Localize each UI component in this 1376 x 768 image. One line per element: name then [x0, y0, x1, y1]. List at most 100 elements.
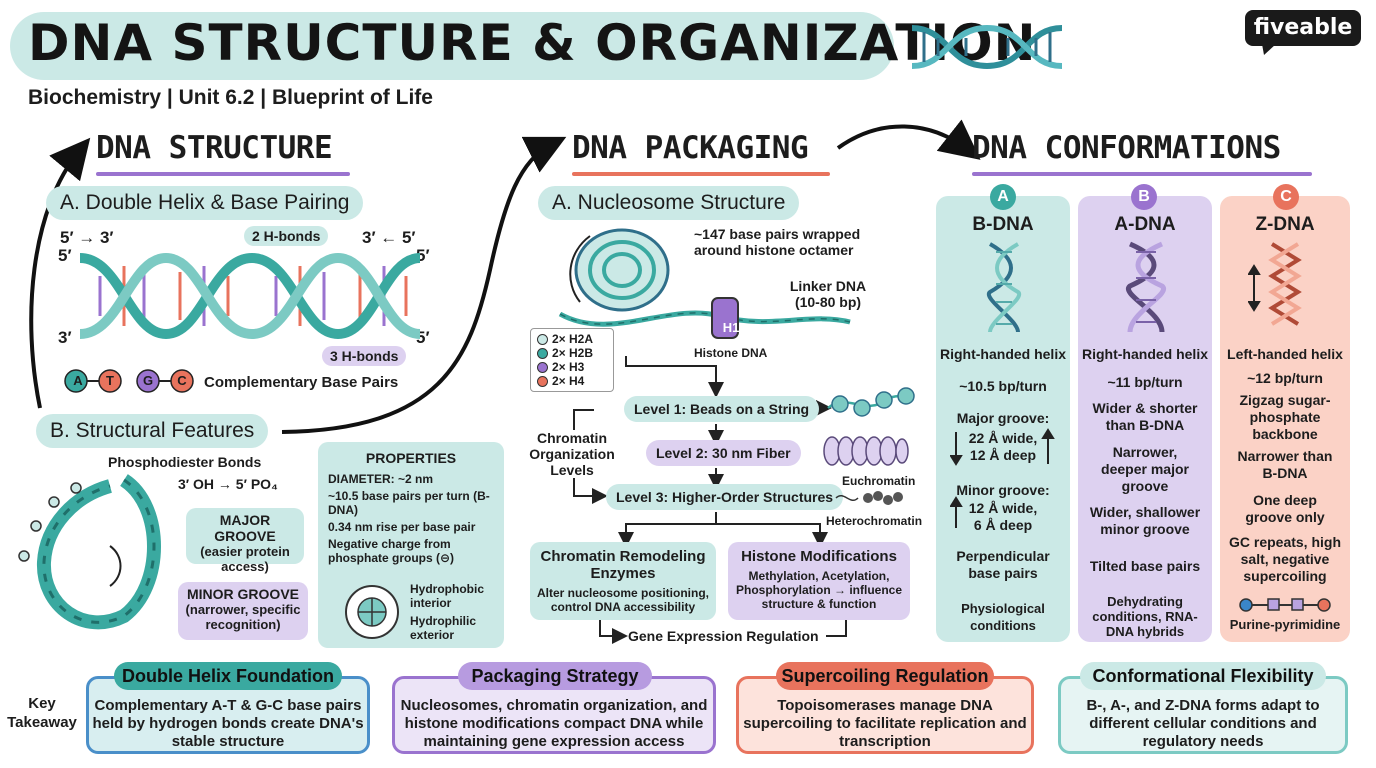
dna-header-icon: [911, 24, 1063, 70]
b-dna-letter: A: [990, 184, 1016, 210]
phosphodiester-label: Phosphodiester Bonds: [108, 454, 262, 470]
a-dna-line-1: Right-handed helix: [1082, 346, 1208, 362]
takeaway-tag-1: Double Helix Foundation: [114, 662, 342, 690]
z-dna-line-3: Zigzag sugar-phosphate backbone: [1239, 392, 1331, 442]
chromatin-flow-arrows: [573, 356, 847, 644]
h-bonds-3-label: 3 H-bonds: [322, 346, 407, 366]
page-subtitle: Biochemistry | Unit 6.2 | Blueprint of L…: [28, 86, 433, 109]
h-bonds-2-label: 2 H-bonds: [244, 226, 329, 246]
property-charge: Negative charge from phosphate groups (⊖…: [328, 537, 455, 565]
b-dna-groove-arrows: [950, 428, 1055, 528]
complementary-pairs-label: Complementary Base Pairs: [204, 374, 399, 391]
circular-dna-illustration: [18, 474, 161, 630]
packaging-underline: [572, 172, 830, 176]
histone-mod-box: Histone Modifications Methylation, Acety…: [728, 542, 910, 620]
base-c: C: [177, 373, 187, 388]
a-dna-helix-icon: [1125, 241, 1167, 333]
remodeling-title: Chromatin Remodeling Enzymes: [540, 548, 706, 582]
minor-groove-title: MINOR GROOVE: [186, 586, 299, 602]
z-dna-letter: C: [1273, 184, 1299, 210]
histone-h2a: 2× H2A: [552, 332, 594, 346]
features-subtitle: B. Structural Features: [36, 414, 269, 448]
remodeling-box: Chromatin Remodeling Enzymes Alter nucle…: [530, 542, 716, 620]
z-dna-line-7: Purine-pyrimidine: [1229, 617, 1341, 632]
remodeling-text: Alter nucleosome positioning, control DN…: [536, 586, 709, 614]
z-dna-line-2: ~12 bp/turn: [1247, 370, 1323, 386]
linker-dna-note: Linker DNA (10-80 bp): [789, 278, 867, 310]
hydrophobic-label: Hydrophobic interior: [410, 582, 484, 610]
gene-regulation-label: Gene Expression Regulation: [628, 628, 819, 644]
bp-wrapped-note: ~147 base pairs wrapped around histone o…: [694, 226, 861, 258]
b-dna-line-1: Right-handed helix: [940, 346, 1066, 362]
beads-on-string-icon: [827, 387, 915, 417]
phosphodiester-formula: 3′ OH → 5′ PO₄: [178, 476, 278, 492]
major-groove-box: MAJOR GROOVE (easier protein access): [186, 508, 304, 574]
a-dna-name: A-DNA: [1114, 214, 1176, 235]
z-dna-line-4: Narrower than B-DNA: [1237, 448, 1333, 481]
z-dna-line-5: One deep groove only: [1245, 492, 1325, 525]
b-dna-column: [936, 196, 1070, 642]
a-dna-line-2: ~11 bp/turn: [1107, 374, 1183, 390]
b-dna-line-4: 22 Å wide, 12 Å deep: [968, 430, 1038, 463]
chromatin-icon: [835, 491, 903, 505]
key-takeaway-label: Key Takeaway: [7, 695, 77, 731]
euchromatin-label: Euchromatin: [842, 474, 916, 488]
base-t: T: [106, 373, 114, 388]
three-prime-bottom-left: 3′: [58, 328, 72, 347]
histone-mod-text: Methylation, Acetylation, Phosphorylatio…: [735, 569, 902, 611]
z-dna-helix-icon: [1248, 242, 1302, 326]
z-dna-line-1: Left-handed helix: [1227, 346, 1343, 362]
b-dna-line-7: Perpendicular base pairs: [956, 548, 1050, 581]
b-dna-line-6: 12 Å wide, 6 Å deep: [968, 500, 1038, 533]
a-dna-line-7: Dehydrating conditions, RNA-DNA hybrids: [1092, 594, 1198, 639]
fiber-icon: [823, 436, 909, 466]
logo-tail-icon: [1262, 44, 1276, 55]
a-dna-line-5: Wider, shallower minor groove: [1089, 504, 1201, 537]
packaging-title: DNA PACKAGING: [572, 130, 809, 166]
major-groove-note: (easier protein access): [200, 544, 290, 574]
b-dna-name: B-DNA: [972, 214, 1034, 235]
histone-legend: 2× H2A 2× H2B 2× H3 2× H4: [530, 328, 614, 392]
a-dna-line-4: Narrower, deeper major groove: [1101, 444, 1189, 494]
level-1-pill: Level 1: Beads on a String: [624, 396, 820, 422]
double-helix-illustration: [80, 252, 420, 340]
nucleosome-subtitle: A. Nucleosome Structure: [538, 186, 800, 220]
helix-subtitle: A. Double Helix & Base Pairing: [46, 186, 364, 220]
chromatin-levels-label: Chromatin Organization Levels: [529, 430, 615, 478]
hydrophilic-label: Hydrophilic exterior: [410, 614, 477, 642]
structure-title: DNA STRUCTURE: [96, 130, 333, 166]
z-dna-name: Z-DNA: [1255, 214, 1315, 235]
page-title: DNA STRUCTURE & ORGANIZATION: [28, 14, 1037, 72]
direction-right: 3′ ← 5′: [362, 228, 416, 247]
minor-groove-note: (narrower, specific recognition): [185, 602, 301, 632]
b-dna-line-3: Major groove:: [956, 410, 1050, 426]
b-dna-line-8: Physiological conditions: [961, 601, 1045, 633]
purine-pyrimidine-icon: [1239, 598, 1331, 612]
base-a: A: [73, 373, 83, 388]
fiveable-logo: fiveable: [1245, 10, 1361, 46]
cross-section-icon: [345, 585, 399, 639]
histone-h2b: 2× H2B: [552, 346, 594, 360]
five-prime-top-left: 5′: [58, 246, 72, 265]
takeaway-tag-4: Conformational Flexibility: [1080, 662, 1326, 690]
nucleosome-illustration: [558, 228, 851, 339]
histone-mod-title: Histone Modifications: [741, 548, 897, 565]
minor-groove-box: MINOR GROOVE (narrower, specific recogni…: [178, 582, 308, 640]
a-dna-letter: B: [1131, 184, 1157, 210]
property-rise: 0.34 nm rise per base pair: [328, 520, 476, 534]
base-g: G: [142, 373, 154, 388]
histone-dna-label: Histone DNA: [694, 346, 768, 360]
z-dna-line-6: GC repeats, high salt, negative supercoi…: [1228, 534, 1342, 584]
structure-underline: [96, 172, 350, 176]
b-dna-helix-icon: [986, 242, 1022, 333]
properties-title: PROPERTIES: [365, 450, 457, 466]
b-dna-line-5: Minor groove:: [956, 482, 1050, 498]
title-banner: [10, 12, 894, 80]
a-dna-line-3: Wider & shorter than B-DNA: [1092, 400, 1198, 433]
a-dna-column: [1078, 196, 1212, 642]
histone-h4: 2× H4: [552, 374, 585, 388]
conformations-title: DNA CONFORMATIONS: [972, 130, 1281, 166]
b-dna-line-2: ~10.5 bp/turn: [959, 378, 1047, 394]
direction-left: 5′ → 3′: [60, 228, 114, 247]
